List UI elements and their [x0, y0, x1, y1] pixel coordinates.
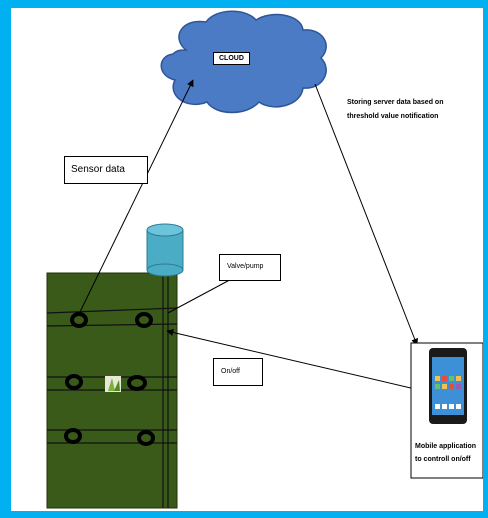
mobile-app-line1: Mobile application: [415, 443, 477, 450]
on-off-text: On/off: [221, 368, 240, 375]
smartphone-icon: [429, 348, 467, 424]
storing-arrow: [314, 83, 418, 346]
water-tank-icon: [146, 223, 184, 277]
sensor-data-label: Sensor data: [64, 156, 148, 184]
on-off-label: On/off: [213, 358, 263, 386]
sensor-ring-icon: [64, 312, 155, 446]
diagram-canvas: CLOUD Sensor data Storing server data ba…: [11, 8, 483, 511]
storing-label-line2: threshold value notification: [347, 113, 439, 120]
onoff-arrow: [166, 329, 416, 390]
valve-pump-text: Valve/pump: [227, 263, 264, 270]
storing-label-line1: Storing server data based on: [347, 99, 444, 106]
plant-icon: [105, 376, 121, 392]
sensor-data-text: Sensor data: [71, 164, 125, 175]
mobile-app-line2: to controll on/off: [415, 456, 471, 463]
sensor-arrow: [78, 79, 194, 315]
valve-pump-label: Valve/pump: [219, 254, 281, 281]
valve-arrow: [167, 274, 240, 314]
mobile-app-label: Mobile application to controll on/off: [415, 440, 481, 466]
storing-label: Storing server data based on threshold v…: [347, 96, 443, 124]
diagram-svg: [46, 10, 483, 509]
cloud-label: CLOUD: [213, 52, 250, 65]
